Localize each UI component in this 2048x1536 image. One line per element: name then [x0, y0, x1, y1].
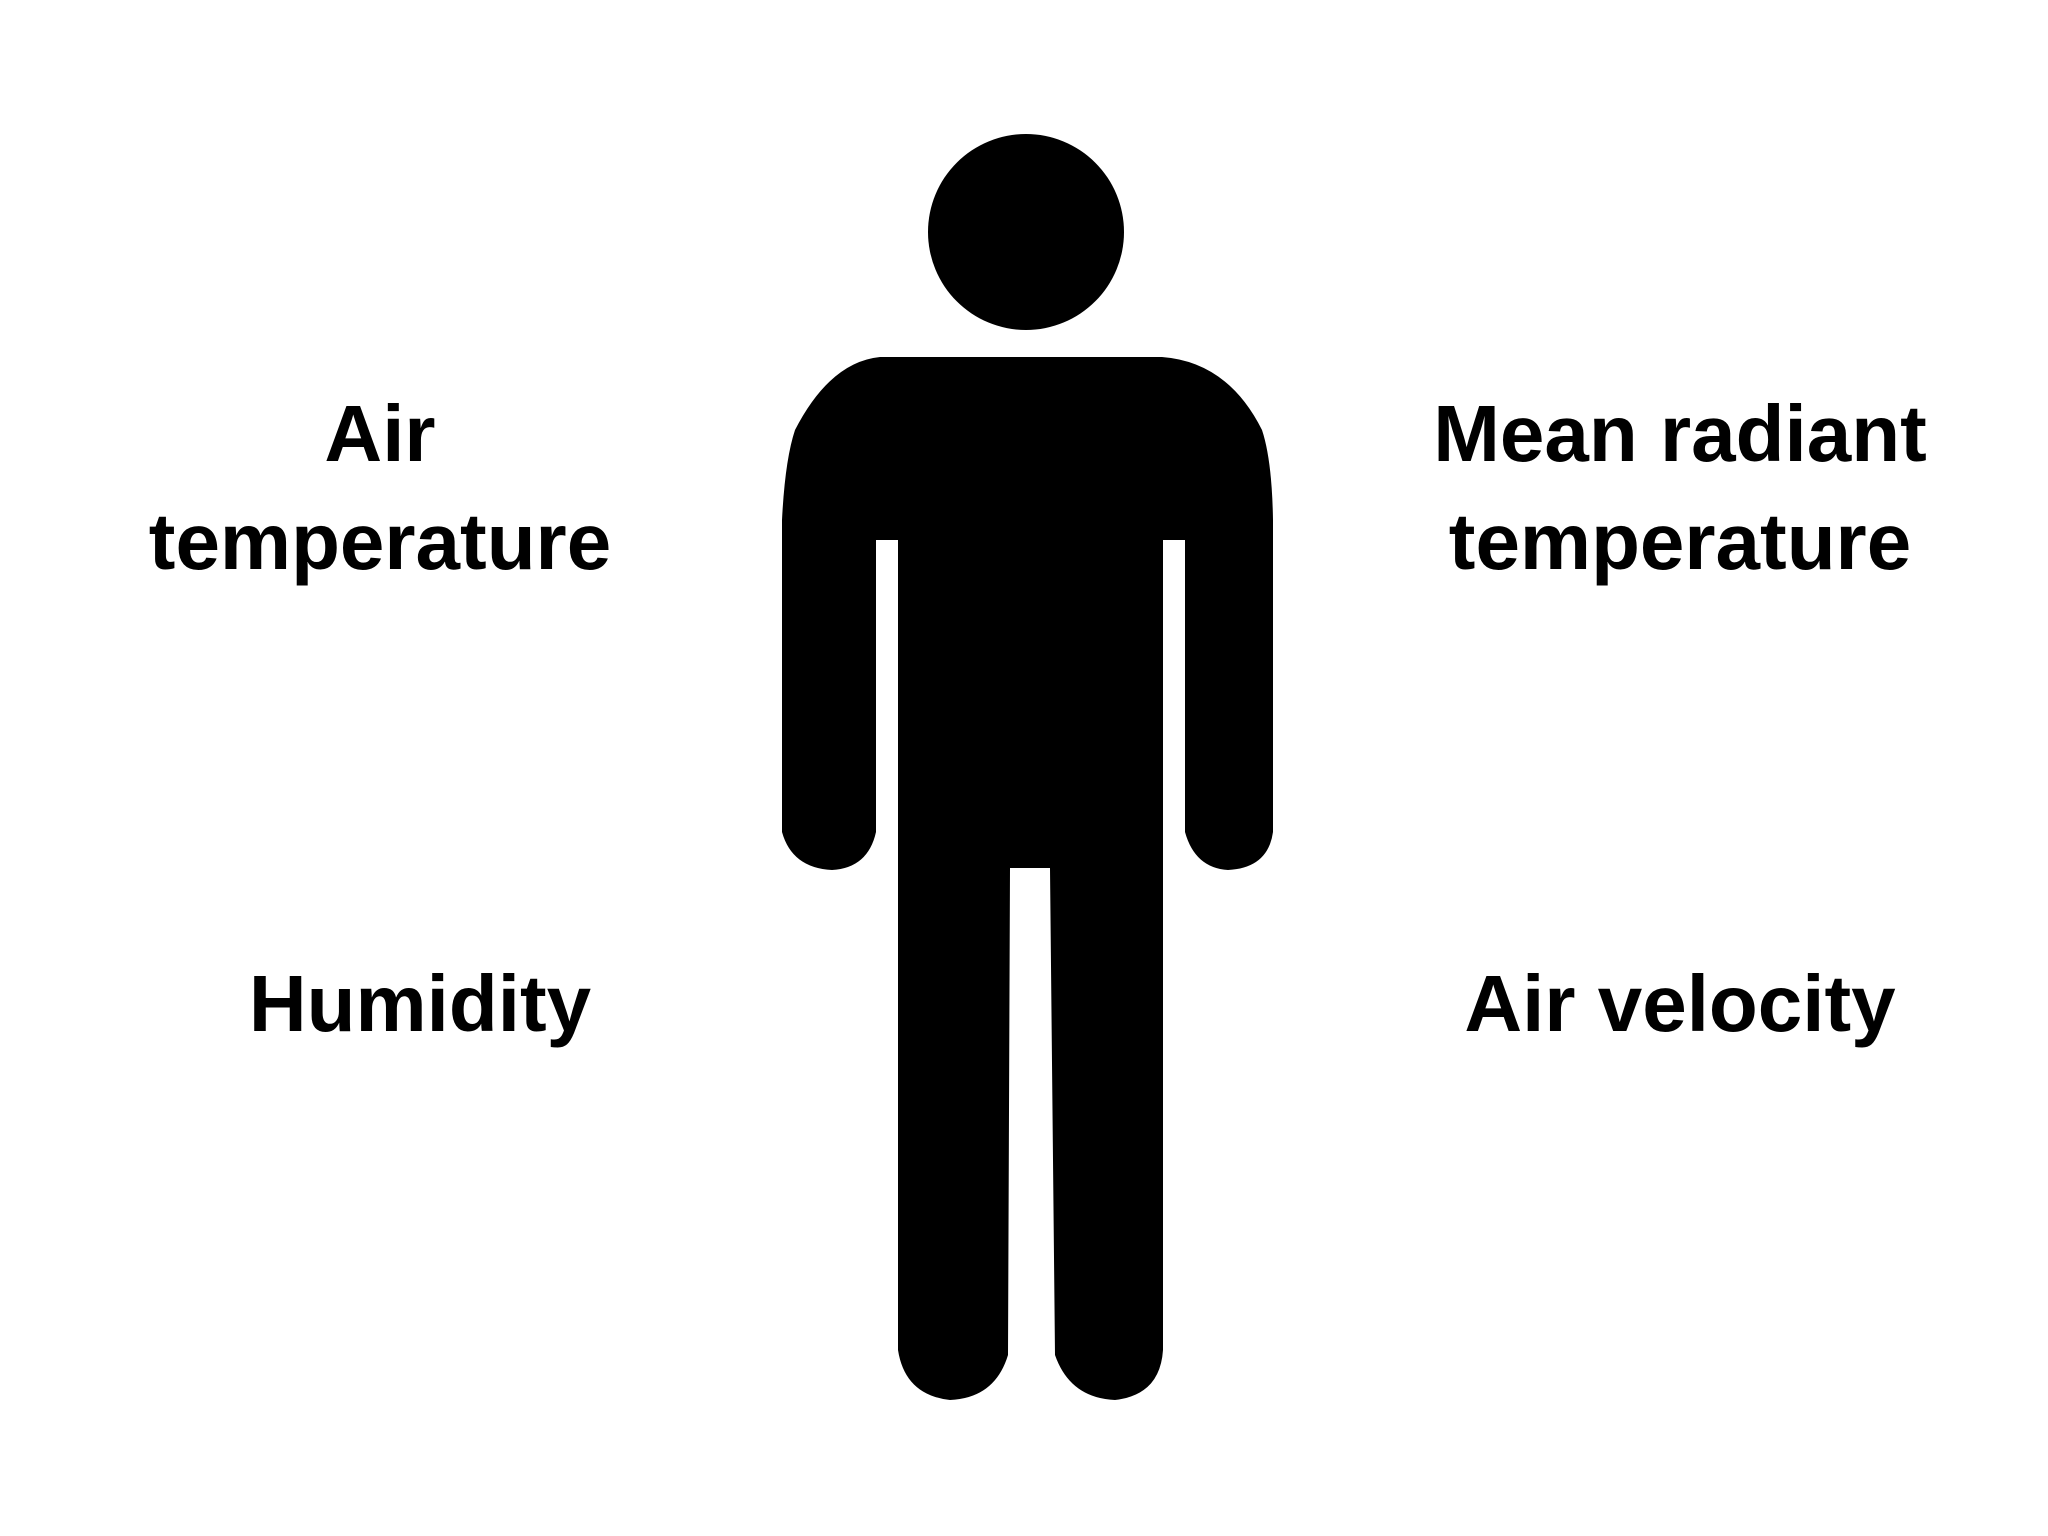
- person-head: [928, 134, 1124, 330]
- air-temperature-line1: Air: [324, 389, 436, 478]
- mean-radiant-temperature-label: Mean radiant temperature: [1400, 380, 1960, 596]
- humidity-label: Humidity: [248, 959, 592, 1048]
- mean-radiant-temperature-line2: temperature: [1448, 497, 1912, 586]
- mean-radiant-temperature-line1: Mean radiant: [1433, 389, 1927, 478]
- air-temperature-label: Air temperature: [140, 380, 620, 596]
- air-temperature-line2: temperature: [148, 497, 612, 586]
- person-body: [782, 357, 1273, 1400]
- air-velocity-label: Air velocity: [1464, 959, 1896, 1048]
